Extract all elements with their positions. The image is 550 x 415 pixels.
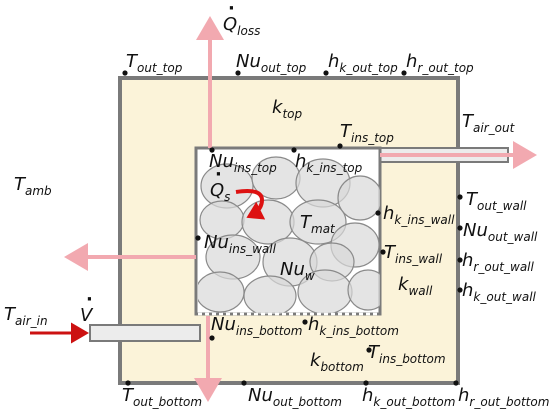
t-air-out-label: Tair_out	[462, 111, 516, 135]
point-t-out-wall	[457, 194, 463, 200]
h-k-ins-bottom-label: hk_ins_bottom	[308, 314, 399, 338]
t-out-wall-label: Tout_wall	[466, 189, 527, 213]
h-r-out-bottom-label: hr_out_bottom	[458, 385, 549, 409]
point-nu-out-top	[235, 70, 241, 76]
nu-ins-top-label: Nuins_top	[209, 151, 277, 175]
h-k-ins-top-label: hk_ins_top	[295, 151, 363, 175]
heat-loss-dot: ·	[228, 0, 235, 19]
point-h-r-out-wall	[457, 257, 463, 263]
h-k-out-wall-label: hk_out_wall	[462, 280, 537, 304]
point-h-k-out-wall	[457, 287, 463, 293]
t-out-top-label: Tout_top	[126, 51, 183, 75]
point-nu-ins-bottom	[209, 335, 215, 341]
point-t-ins-wall	[380, 249, 386, 255]
t-ins-wall-label: Tins_wall	[384, 242, 443, 266]
point-h-r-out-bottom	[453, 380, 459, 386]
nu-out-wall-label: Nuout_wall	[463, 220, 538, 244]
t-ins-bottom-label: Tins_bottom	[368, 342, 446, 366]
nu-ins-wall-label: Nuins_wall	[204, 232, 277, 256]
h-k-out-top-label: hk_out_top	[328, 51, 398, 75]
flow-rate-dot: ·	[86, 289, 93, 310]
point-t-out-top	[122, 70, 128, 76]
point-nu-out-wall	[457, 225, 463, 231]
h-r-out-wall-label: hr_out_wall	[462, 250, 535, 274]
t-mat-label: Tmat	[300, 212, 336, 236]
point-h-k-out-top	[323, 70, 329, 76]
point-nu-out-bottom	[241, 380, 247, 386]
pebble-bed	[198, 156, 380, 314]
t-out-bottom-label: Tout_bottom	[122, 385, 202, 409]
flow-rate-label: V	[80, 305, 94, 326]
point-t-ins-top	[337, 143, 343, 149]
point-nu-ins-top	[209, 147, 215, 153]
t-amb-label: Tamb	[14, 174, 52, 198]
point-t-ins-bottom	[366, 347, 372, 353]
heat-loss-label: Qloss	[223, 14, 260, 38]
point-nu-ins-wall	[195, 235, 201, 241]
nu-w-label: Nuw	[280, 259, 315, 283]
h-k-out-bottom-label: hk_out_bottom	[362, 385, 455, 409]
point-h-r-out-top	[401, 70, 407, 76]
heat-storage-dot: ·	[215, 164, 222, 185]
point-t-out-bottom	[125, 380, 131, 386]
point-h-k-out-bottom	[363, 380, 369, 386]
nu-out-top-label: Nuout_top	[236, 51, 307, 75]
k-wall-label: kwall	[398, 274, 433, 298]
t-ins-top-label: Tins_top	[340, 121, 394, 145]
nu-out-bottom-label: Nuout_bottom	[248, 385, 342, 409]
heat-storage-arrow	[235, 189, 266, 220]
k-bottom-label: kbottom	[310, 350, 364, 374]
heat-storage-label: Qs	[210, 180, 230, 204]
point-h-k-ins-bottom	[302, 319, 308, 325]
h-r-out-top-label: hr_out_top	[406, 51, 474, 75]
inlet-pipe	[89, 324, 201, 342]
point-h-k-ins-top	[291, 147, 297, 153]
t-air-in-label: Tair_in	[4, 304, 48, 328]
h-k-ins-wall-label: hk_ins_wall	[383, 203, 455, 227]
k-top-label: ktop	[272, 97, 302, 121]
point-h-k-ins-wall	[375, 210, 381, 216]
nu-ins-bottom-label: Nuins_bottom	[211, 314, 302, 338]
